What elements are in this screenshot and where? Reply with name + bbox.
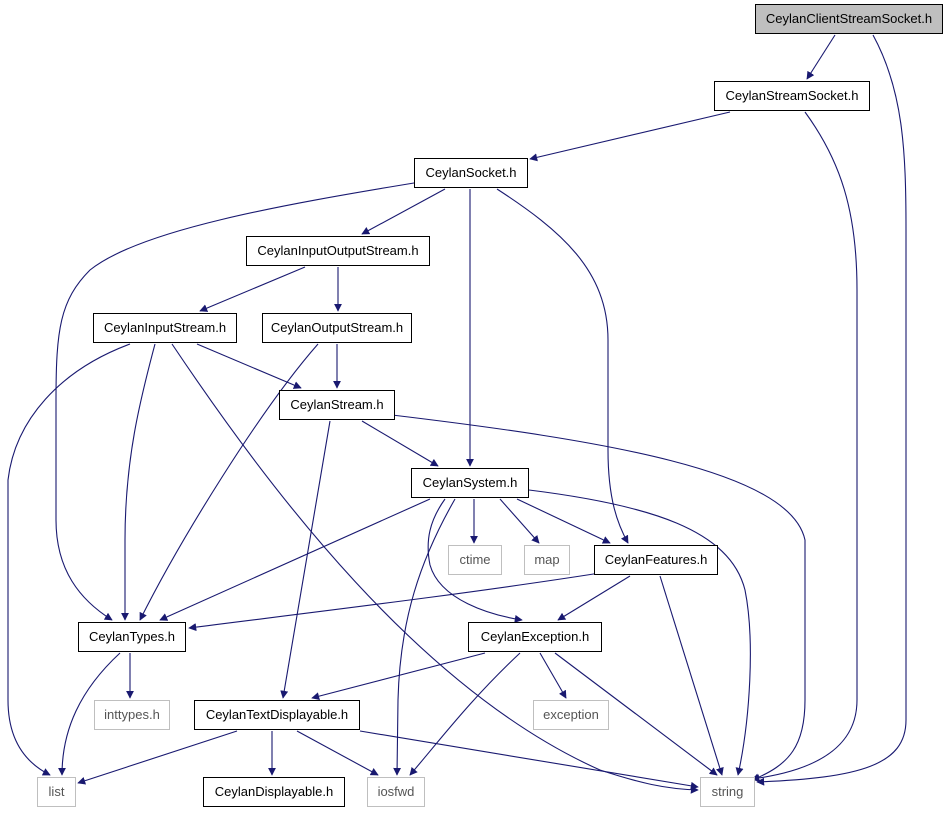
edge-stream-to-string <box>391 414 806 782</box>
edge-input-stream-to-list <box>7 343 131 776</box>
node-ceylan-socket[interactable]: CeylanSocket.h <box>414 158 528 188</box>
edge-stream-socket-to-string <box>751 111 858 783</box>
node-ctime: ctime <box>448 545 502 575</box>
edge-types-to-list <box>58 652 121 776</box>
edge-text-displayable-to-string <box>359 730 699 790</box>
edge-features-to-string <box>659 575 724 776</box>
node-exception: exception <box>533 700 609 730</box>
edge-exception-to-iosfwd <box>409 652 521 776</box>
edge-system-to-string <box>528 489 751 776</box>
node-ceylan-exception[interactable]: CeylanException.h <box>468 622 602 652</box>
edge-text-displayable-to-list <box>77 730 238 785</box>
edge-input-output-stream-to-input-stream <box>199 266 306 312</box>
edge-socket-to-features <box>496 188 629 544</box>
edge-stream-to-text-displayable <box>280 420 331 699</box>
edge-exception-to-text-displayable <box>311 652 486 701</box>
node-ceylan-system[interactable]: CeylanSystem.h <box>411 468 529 498</box>
edge-system-to-map <box>499 498 540 544</box>
node-ceylan-input-stream[interactable]: CeylanInputStream.h <box>93 313 237 343</box>
edge-system-to-features <box>516 498 611 544</box>
edge-client-stream-socket-to-stream-socket <box>806 34 836 80</box>
edge-features-to-types <box>188 572 601 632</box>
node-inttypes: inttypes.h <box>94 700 170 730</box>
node-string: string <box>700 777 755 807</box>
node-ceylan-stream-socket[interactable]: CeylanStreamSocket.h <box>714 81 870 111</box>
edge-stream-to-system <box>361 420 439 467</box>
edge-socket-to-types <box>55 181 421 621</box>
node-iosfwd: iosfwd <box>367 777 425 807</box>
edge-system-to-exception <box>427 498 523 623</box>
edge-exception-to-exception-std <box>539 652 567 699</box>
node-ceylan-text-displayable[interactable]: CeylanTextDisplayable.h <box>194 700 360 730</box>
node-ceylan-displayable[interactable]: CeylanDisplayable.h <box>203 777 345 807</box>
edge-system-to-iosfwd <box>393 498 456 776</box>
edge-system-to-types <box>159 498 431 621</box>
edge-output-stream-to-types <box>139 343 319 621</box>
edge-features-to-exception <box>557 575 631 621</box>
node-ceylan-client-stream-socket: CeylanClientStreamSocket.h <box>755 4 943 34</box>
node-ceylan-types[interactable]: CeylanTypes.h <box>78 622 186 652</box>
node-ceylan-input-output-stream[interactable]: CeylanInputOutputStream.h <box>246 236 430 266</box>
node-list: list <box>37 777 76 807</box>
edge-stream-socket-to-socket <box>529 111 731 162</box>
edge-input-stream-to-stream <box>196 343 302 389</box>
edge-input-stream-to-types <box>121 343 156 621</box>
node-ceylan-stream[interactable]: CeylanStream.h <box>279 390 395 420</box>
edge-input-stream-to-string <box>171 343 699 794</box>
edge-socket-to-input-output-stream <box>361 188 446 235</box>
edge-exception-to-string <box>554 652 718 776</box>
edge-client-stream-socket-to-string <box>756 34 907 786</box>
edge-text-displayable-to-iosfwd <box>296 730 379 776</box>
node-map: map <box>524 545 570 575</box>
node-ceylan-features[interactable]: CeylanFeatures.h <box>594 545 718 575</box>
node-ceylan-output-stream[interactable]: CeylanOutputStream.h <box>262 313 412 343</box>
